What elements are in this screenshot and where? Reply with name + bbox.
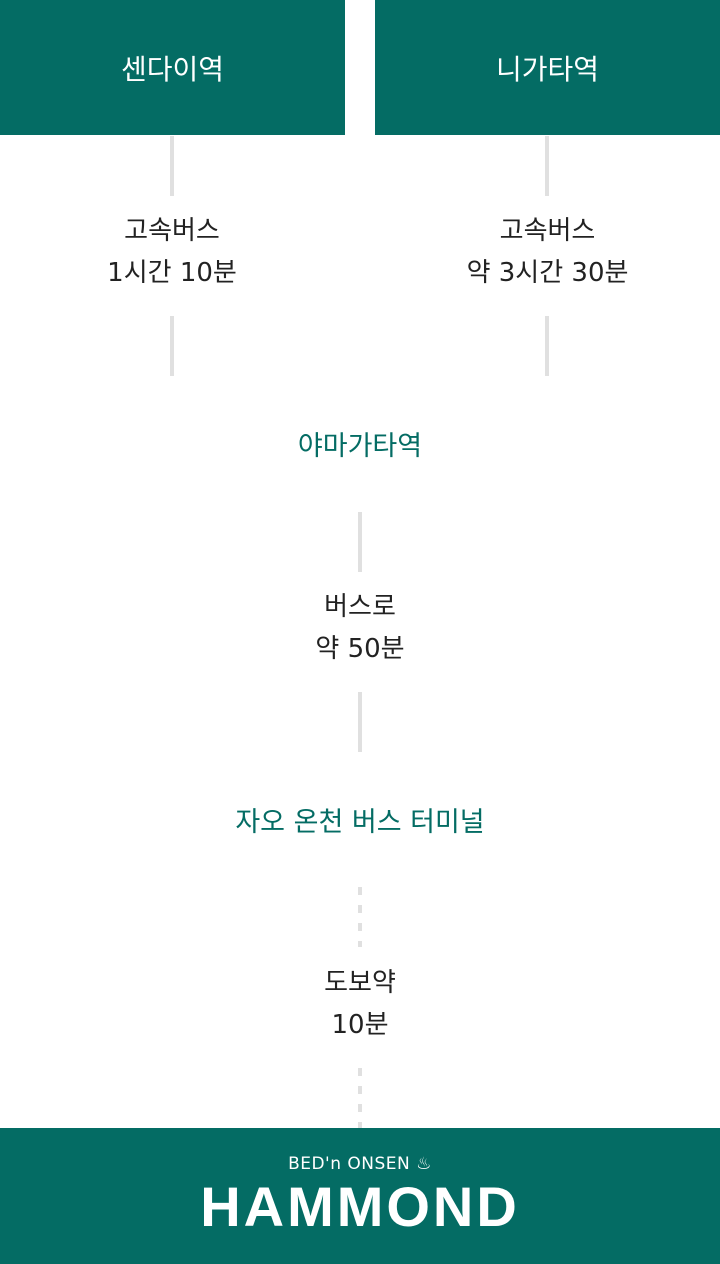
origin-sendai-station: 센다이역 [0, 0, 345, 135]
leg-bus: 버스로 약 50분 [260, 586, 460, 670]
brand-logo: HAMMOND [200, 1175, 520, 1238]
leg-transport: 고속버스 [124, 216, 220, 246]
walking-dashed-line [358, 1068, 362, 1128]
footer-brand: BED'n ONSEN ♨ HAMMOND [0, 1128, 720, 1264]
leg-walk: 도보약 10분 [260, 962, 460, 1046]
leg-duration: 10분 [331, 1010, 389, 1040]
connector-line [170, 316, 174, 376]
origin-label: 센다이역 [120, 52, 225, 86]
leg-transport: 도보약 [324, 968, 396, 998]
leg-duration: 약 3시간 30분 [466, 258, 629, 288]
leg-transport: 버스로 [324, 592, 396, 622]
origin-niigata-station: 니가타역 [375, 0, 720, 135]
stop-zao-onsen-bus-terminal: 자오 온천 버스 터미널 [235, 807, 485, 838]
brand-subtitle: BED'n ONSEN ♨ [288, 1154, 432, 1174]
leg-sendai: 고속버스 1시간 10분 [72, 210, 272, 294]
connector-line [545, 136, 549, 196]
leg-transport: 고속버스 [499, 216, 596, 246]
stop-yamagata-station: 야마가타역 [297, 431, 423, 462]
leg-duration: 1시간 10분 [107, 258, 237, 288]
leg-duration: 약 50분 [315, 634, 405, 664]
leg-niigata: 고속버스 약 3시간 30분 [420, 210, 675, 294]
connector-line [170, 136, 174, 196]
connector-line [358, 512, 362, 572]
connector-line [358, 692, 362, 752]
walking-dashed-line [358, 887, 362, 947]
connector-line [545, 316, 549, 376]
origin-label: 니가타역 [495, 52, 600, 86]
hot-spring-icon: ♨ [416, 1154, 432, 1174]
